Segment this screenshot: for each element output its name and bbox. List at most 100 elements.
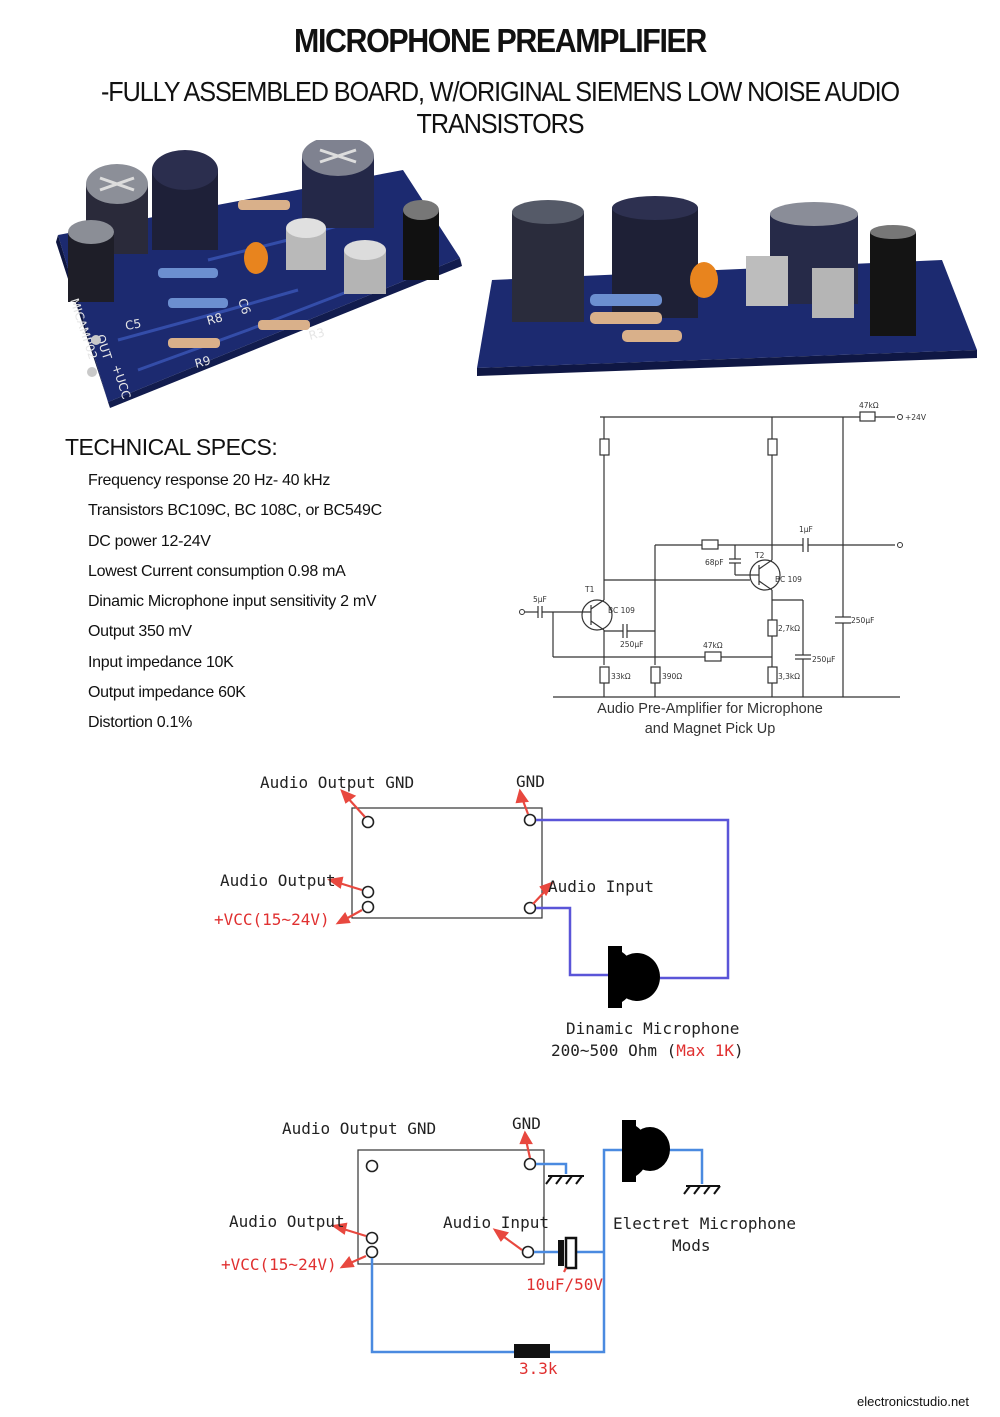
svg-text:Audio Input: Audio Input (548, 877, 654, 896)
spec-item: Distortion 0.1% (88, 714, 192, 732)
wire-input (536, 906, 608, 977)
svg-text:250µF: 250µF (620, 640, 643, 649)
svg-text:+VCC(15~24V): +VCC(15~24V) (214, 910, 330, 929)
svg-text:Electret Microphone: Electret Microphone (613, 1214, 796, 1233)
svg-text:200~500 Ohm (Max 1K): 200~500 Ohm (Max 1K) (551, 1041, 744, 1060)
resistor-47k-top (859, 411, 876, 422)
resistor-r2 (767, 438, 778, 456)
wire-gnd (536, 818, 730, 980)
svg-text:+VCC(15~24V): +VCC(15~24V) (221, 1255, 337, 1274)
svg-text:T2: T2 (754, 551, 765, 560)
resistor-33k (599, 666, 610, 684)
pad-out (91, 335, 101, 345)
specs-list: Frequency response 20 Hz- 40 kHz Transis… (88, 470, 382, 743)
board-photo-angled: MICAMP02 OUT +UCC C5 R8 R9 R3 C6 (56, 140, 462, 408)
svg-text:33kΩ: 33kΩ (611, 672, 631, 681)
svg-text:250µF: 250µF (812, 655, 835, 664)
page-title: MICROPHONE PREAMPLIFIER (294, 22, 707, 59)
transistor-2 (344, 240, 386, 294)
schematic-caption-line1: Audio Pre-Amplifier for Microphone (597, 701, 823, 717)
svg-text:C5: C5 (124, 316, 142, 333)
board-outline (351, 807, 543, 919)
pad-audio-output (361, 885, 375, 899)
spec-item: Output 350 mV (88, 623, 192, 641)
capacitor-icon (558, 1236, 578, 1270)
electret-microphone-icon (622, 1120, 670, 1182)
svg-text:T1: T1 (584, 585, 595, 594)
pad-vcc (365, 1245, 379, 1259)
transistor-t1 (581, 599, 613, 631)
resistor-r1 (599, 438, 610, 456)
transistor-1 (286, 218, 326, 270)
resistor-fb (701, 539, 719, 550)
ground-icon (683, 1185, 721, 1195)
svg-text:GND: GND (512, 1114, 541, 1133)
page-subtitle: -FULLY ASSEMBLED BOARD, W/ORIGINAL SIEME… (100, 76, 900, 139)
svg-text:R3: R3 (307, 325, 326, 343)
dynamic-microphone-icon (608, 946, 660, 1008)
svg-text:3,3kΩ: 3,3kΩ (778, 672, 800, 681)
capacitor-small (870, 225, 916, 336)
svg-text:10uF/50V: 10uF/50V (526, 1275, 603, 1294)
resistors (590, 294, 682, 342)
svg-text:Audio Output GND: Audio Output GND (260, 773, 414, 792)
wiring-diagram-electret: Audio Output GND GND Audio Output Audio … (221, 1114, 796, 1378)
svg-text:47kΩ: 47kΩ (859, 401, 879, 410)
svg-text:2,7kΩ: 2,7kΩ (778, 624, 800, 633)
pad-audio-output-gnd (365, 1159, 379, 1173)
board-photo-side (477, 196, 977, 376)
svg-text:R9: R9 (193, 353, 212, 371)
pad-audio-input (523, 901, 537, 915)
svg-text:C6: C6 (235, 297, 253, 317)
capacitor-large-3 (302, 140, 374, 228)
svg-text:Mods: Mods (672, 1236, 711, 1255)
spec-item: Output impedance 60K (88, 684, 246, 702)
wire-vcc (370, 1258, 514, 1354)
resistor-390 (650, 666, 661, 684)
svg-text:Dinamic Microphone: Dinamic Microphone (566, 1019, 739, 1038)
svg-text:Audio Output GND: Audio Output GND (282, 1119, 436, 1138)
resistor-2k7 (767, 619, 778, 637)
svg-text:250µF: 250µF (851, 616, 874, 625)
svg-text:Audio Output: Audio Output (220, 871, 336, 890)
capacitor-small-2 (403, 200, 439, 280)
pad-vcc (361, 900, 375, 914)
svg-text:47kΩ: 47kΩ (703, 641, 723, 650)
board-outline (357, 1149, 545, 1265)
preamp-schematic: 47kΩ +24V 1µF 68pF T2 BC 109 T1 BC 109 5… (519, 401, 927, 737)
pad-audio-output (365, 1231, 379, 1245)
ground-icon (545, 1175, 584, 1185)
resistor-3k3 (767, 666, 778, 684)
svg-text:3.3k: 3.3k (519, 1359, 558, 1378)
capacitor-large-2 (152, 150, 218, 250)
schematic-caption-line2: and Magnet Pick Up (645, 721, 776, 737)
spec-item: Frequency response 20 Hz- 40 kHz (88, 472, 331, 489)
spec-item: Transistors BC109C, BC 108C, or BC549C (88, 502, 382, 520)
wire-mic-gnd (668, 1148, 704, 1184)
pad-vcc (87, 367, 97, 377)
pad-gnd (523, 813, 537, 827)
wiring-diagram-dynamic: Audio Output GND GND Audio Output Audio … (214, 772, 744, 1060)
spec-item: DC power 12-24V (88, 532, 211, 550)
site-credit: electronicstudio.net (857, 1394, 970, 1409)
wire-res-out (550, 1252, 606, 1354)
svg-text:5µF: 5µF (533, 595, 547, 604)
spec-item: Lowest Current consumption 0.98 mA (88, 562, 346, 580)
pad-audio-input (521, 1245, 535, 1259)
svg-text:+24V: +24V (905, 413, 927, 422)
svg-text:R8: R8 (205, 310, 224, 328)
spec-item: Input impedance 10K (88, 653, 234, 671)
svg-text:390Ω: 390Ω (662, 672, 682, 681)
pad-audio-output-gnd (361, 815, 375, 829)
transistors (746, 256, 854, 318)
wire-mic (602, 1148, 622, 1252)
svg-text:Audio Output: Audio Output (229, 1212, 345, 1231)
wire-gnd (536, 1162, 568, 1174)
resistor-fb2 (704, 651, 722, 662)
svg-text:68pF: 68pF (705, 558, 724, 567)
svg-text:BC 109: BC 109 (608, 606, 635, 615)
spec-item: Dinamic Microphone input sensitivity 2 m… (88, 593, 377, 611)
specs-heading: TECHNICAL SPECS: (65, 434, 278, 460)
svg-text:Audio Input: Audio Input (443, 1213, 549, 1232)
svg-text:GND: GND (516, 772, 545, 791)
